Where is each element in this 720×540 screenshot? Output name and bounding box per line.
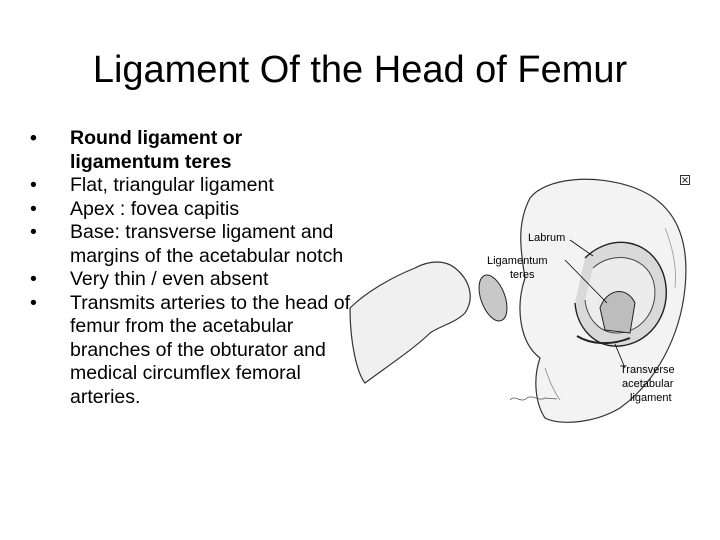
label-transverse-line3: ligament xyxy=(630,392,672,404)
close-icon[interactable] xyxy=(680,175,690,185)
transverse-leader xyxy=(614,343,626,369)
label-ligamentum-line1: Ligamentum xyxy=(487,255,548,267)
artist-signature xyxy=(509,396,558,401)
label-transverse-line1: Transverse xyxy=(620,364,675,376)
femur-shape xyxy=(349,261,471,384)
bullet-list: Round ligament or ligamentum teres Flat,… xyxy=(30,127,350,409)
bullet-item: Very thin / even absent xyxy=(30,268,350,292)
hip-joint-illustration: Labrum Ligamentum teres Transverse aceta… xyxy=(345,168,700,430)
ligamentum-leader xyxy=(564,259,608,304)
bullet-item: Transmits arteries to the head of femur … xyxy=(30,292,350,410)
labrum-leader xyxy=(569,239,594,257)
slide-title: Ligament Of the Head of Femur xyxy=(92,49,628,91)
transverse-ligament-shape xyxy=(576,335,631,344)
label-ligamentum-line2: teres xyxy=(510,269,535,281)
hip-joint-drawing: Labrum Ligamentum teres Transverse aceta… xyxy=(349,178,687,423)
shading-line xyxy=(664,227,676,289)
bullet-item: Round ligament or ligamentum teres xyxy=(30,127,350,174)
bullet-item: Apex : fovea capitis xyxy=(30,198,350,222)
ligamentum-teres-shape xyxy=(599,291,636,334)
label-transverse-line2: acetabular xyxy=(622,378,674,390)
bullet-item: Flat, triangular ligament xyxy=(30,174,350,198)
label-labrum: Labrum xyxy=(528,232,565,244)
femoral-head-stump xyxy=(478,274,508,322)
bullet-item: Base: transverse ligament and margins of… xyxy=(30,221,350,268)
shading-line xyxy=(544,367,561,401)
